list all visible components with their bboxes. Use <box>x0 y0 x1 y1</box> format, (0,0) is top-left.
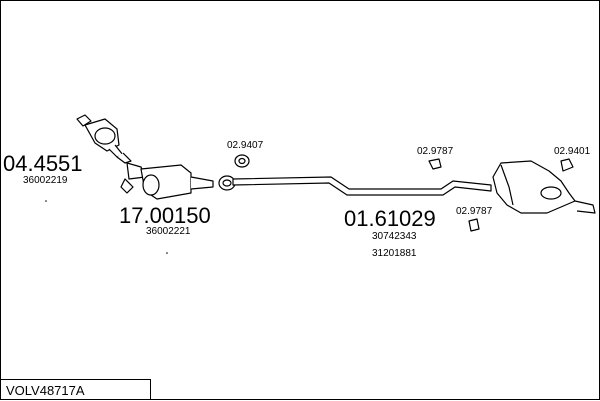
model-code: VOLV48717A <box>6 383 85 398</box>
oem-number-dpf: 36002221 <box>146 226 191 237</box>
fitting-number-hanger-rear: 02.9401 <box>554 146 591 157</box>
fitting-number-gasket: 02.9407 <box>227 140 264 151</box>
front-catalyst-drawing <box>76 114 132 164</box>
hanger-drawing <box>428 158 574 232</box>
mid-pipe-drawing <box>232 176 492 196</box>
model-code-box: VOLV48717A <box>1 379 151 399</box>
dpf-drawing <box>120 162 214 200</box>
gasket-drawing <box>218 154 250 191</box>
fitting-number-hanger-mid: 02.9787 <box>417 146 454 157</box>
part-number-rear-silencer: 01.61029 <box>344 206 436 231</box>
part-number-front-catalyst: 04.4551 <box>3 151 83 176</box>
oem-number-front-catalyst: 36002219 <box>23 175 68 186</box>
oem-number-rear-silencer-1: 30742343 <box>372 231 417 242</box>
part-number-dpf: 17.00150 <box>119 203 211 228</box>
rear-silencer-drawing <box>492 160 596 214</box>
oem-number-rear-silencer-2: 31201881 <box>372 248 417 259</box>
fitting-number-hanger-lower: 02.9787 <box>456 206 493 217</box>
